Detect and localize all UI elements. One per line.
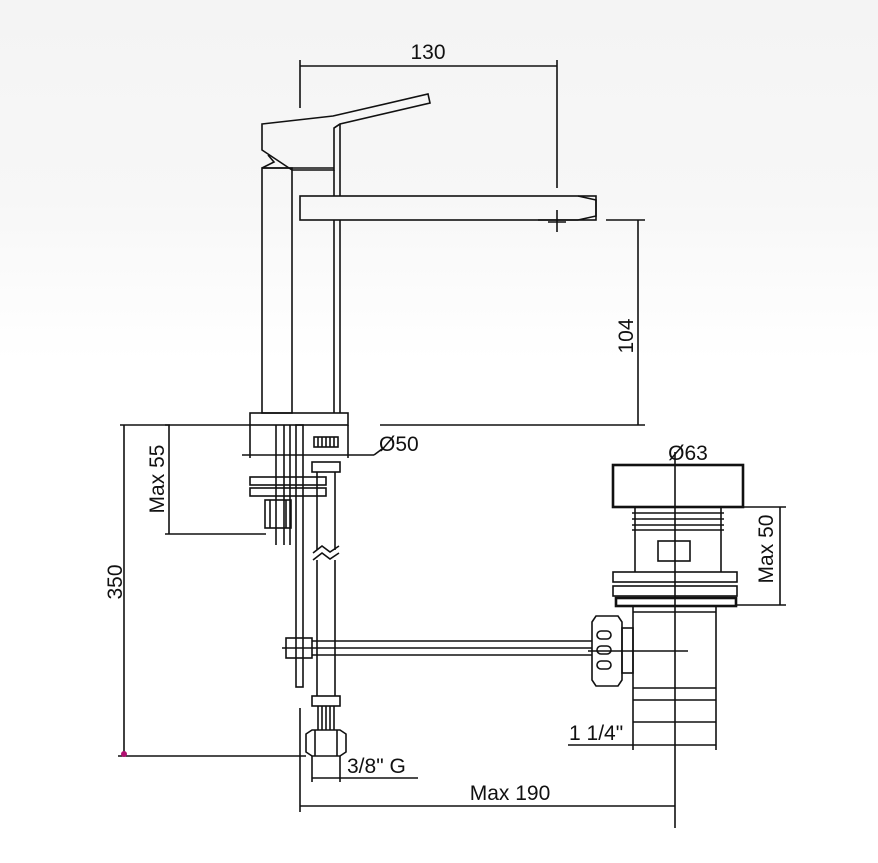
waste-thickness-label: Max 50 [755, 515, 778, 584]
faucet-column [261, 167, 293, 414]
base-diameter-label: Ø50 [379, 433, 419, 456]
under-counter-fittings [249, 424, 592, 782]
inlet-fitting [305, 729, 347, 757]
dimension-base-diameter: Ø50 [242, 425, 419, 458]
dimension-spout-height: 104 [380, 219, 645, 426]
waste-diameter-label: Ø63 [668, 442, 708, 465]
inlet-thread-label: 3/8" G [347, 755, 406, 778]
nut [264, 499, 292, 529]
dimension-total-height: 350 [104, 424, 306, 757]
total-height-label: 350 [104, 564, 127, 599]
dimension-inlet-thread: 3/8" G [312, 755, 418, 779]
base-flange [249, 412, 349, 426]
dimension-max-deck: Max 55 [146, 424, 266, 535]
faucet-body [249, 93, 597, 426]
max-deck-label: Max 55 [146, 445, 169, 514]
spout-height-label: 104 [615, 318, 638, 353]
dimension-spout-reach: 130 [299, 41, 558, 188]
lever-handle [261, 93, 431, 171]
dimension-waste-thread: 1 1/4" [568, 722, 717, 750]
dimension-max-depth: Max 190 [300, 782, 675, 807]
waste-thread-label: 1 1/4" [569, 722, 623, 745]
spout-reach-label: 130 [410, 41, 445, 64]
pop-up-waste [588, 463, 745, 723]
dimension-waste-diameter: Ø63 [668, 442, 708, 465]
dimension-waste-thickness: Max 50 [737, 506, 786, 606]
waste-cap [611, 463, 745, 509]
max-depth-label: Max 190 [470, 782, 551, 805]
flexible-hose [311, 436, 341, 730]
linkage-connector [591, 615, 623, 687]
spout [299, 195, 597, 221]
pop-up-rod [295, 424, 304, 688]
washer [249, 487, 327, 497]
washer [249, 476, 327, 486]
marker-dot [121, 751, 127, 757]
